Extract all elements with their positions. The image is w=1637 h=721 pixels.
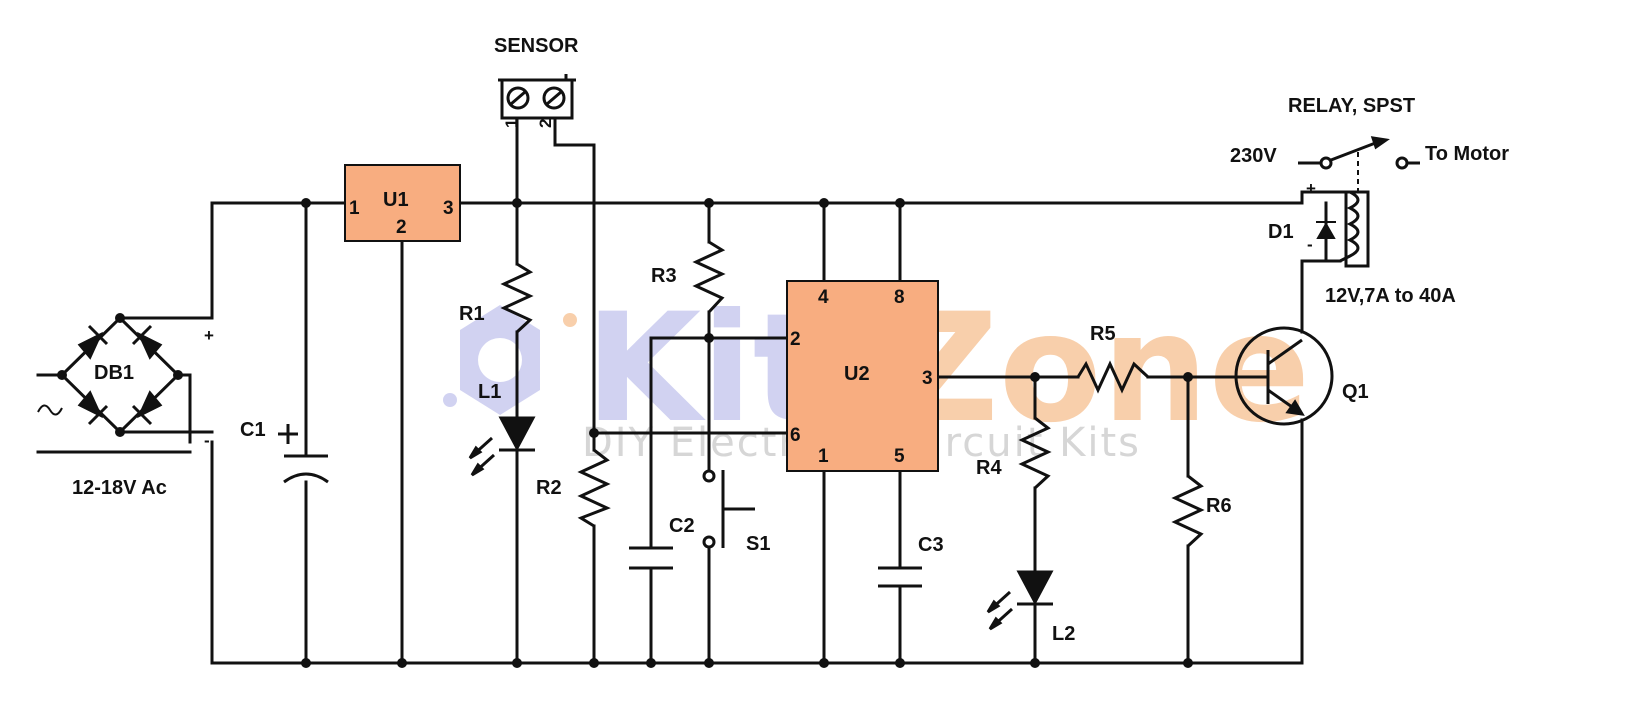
sensor-terminal-block [498, 74, 576, 120]
v230-label: 230V [1230, 145, 1277, 167]
db1-label: DB1 [94, 362, 134, 384]
relay-contact [1298, 136, 1420, 192]
u2-pin-5: 5 [894, 446, 905, 467]
relay-coil [1339, 190, 1370, 268]
u2-pin-4: 4 [818, 287, 829, 308]
capacitor-c1 [278, 424, 329, 484]
c2-label: C2 [669, 515, 695, 537]
bridge-rectifier-db1 [59, 315, 181, 435]
relay-rating-label: 12V,7A to 40A [1325, 285, 1456, 307]
sensor-pin-2: 2 [536, 119, 555, 128]
resistor-r1 [500, 262, 534, 334]
l2-label: L2 [1052, 623, 1075, 645]
db1-plus: + [204, 326, 214, 345]
q1-label: Q1 [1342, 381, 1369, 403]
u2-pin-6: 6 [790, 425, 801, 446]
u1-pin-3: 3 [443, 198, 454, 219]
relay-label: RELAY, SPST [1288, 95, 1415, 117]
led-l2 [986, 570, 1054, 631]
sensor-label: SENSOR [494, 35, 579, 57]
watermark-logo-icon [443, 305, 577, 415]
regulator-u1 [344, 164, 461, 242]
s1-label: S1 [746, 533, 770, 555]
relay-plus: + [1306, 179, 1316, 198]
transistor-q1 [1234, 326, 1334, 426]
c3-label: C3 [918, 534, 944, 556]
r3-label: R3 [651, 265, 677, 287]
r1-label: R1 [459, 303, 485, 325]
timer-ic-u2 [786, 280, 939, 472]
u2-pin-2: 2 [790, 329, 801, 350]
watermark-zone: Zone [890, 282, 1310, 456]
supply-label: 12-18V Ac [72, 477, 167, 499]
u2-pin-8: 8 [894, 287, 905, 308]
d1-label: D1 [1268, 221, 1294, 243]
u2-pin-1: 1 [818, 446, 829, 467]
u1-pin-2: 2 [396, 217, 407, 238]
wires [36, 116, 1342, 665]
resistor-r6 [1171, 474, 1205, 548]
r5-label: R5 [1090, 323, 1116, 345]
r2-label: R2 [536, 477, 562, 499]
resistor-r5 [1076, 360, 1150, 394]
u1-label: U1 [383, 189, 409, 211]
resistor-r2 [577, 448, 611, 528]
diode-d1 [1316, 221, 1336, 239]
u2-label: U2 [844, 363, 870, 385]
resistor-r3 [692, 240, 726, 314]
led-l1 [468, 416, 536, 477]
ac-symbol-icon [37, 404, 63, 416]
relay-minus: - [1307, 235, 1313, 254]
switch-s1 [702, 469, 755, 549]
db1-minus: - [204, 431, 210, 450]
c1-label: C1 [240, 419, 266, 441]
l1-label: L1 [478, 381, 501, 403]
r6-label: R6 [1206, 495, 1232, 517]
u1-pin-1: 1 [349, 198, 360, 219]
u2-pin-3: 3 [922, 368, 933, 389]
sensor-pin-1: 1 [502, 119, 521, 128]
capacitor-c3 [878, 566, 922, 588]
resistor-r4 [1018, 416, 1052, 490]
junctions [57, 198, 1193, 668]
capacitor-c2 [629, 546, 673, 570]
r4-label: R4 [976, 457, 1002, 479]
to-motor-label: To Motor [1425, 143, 1509, 165]
